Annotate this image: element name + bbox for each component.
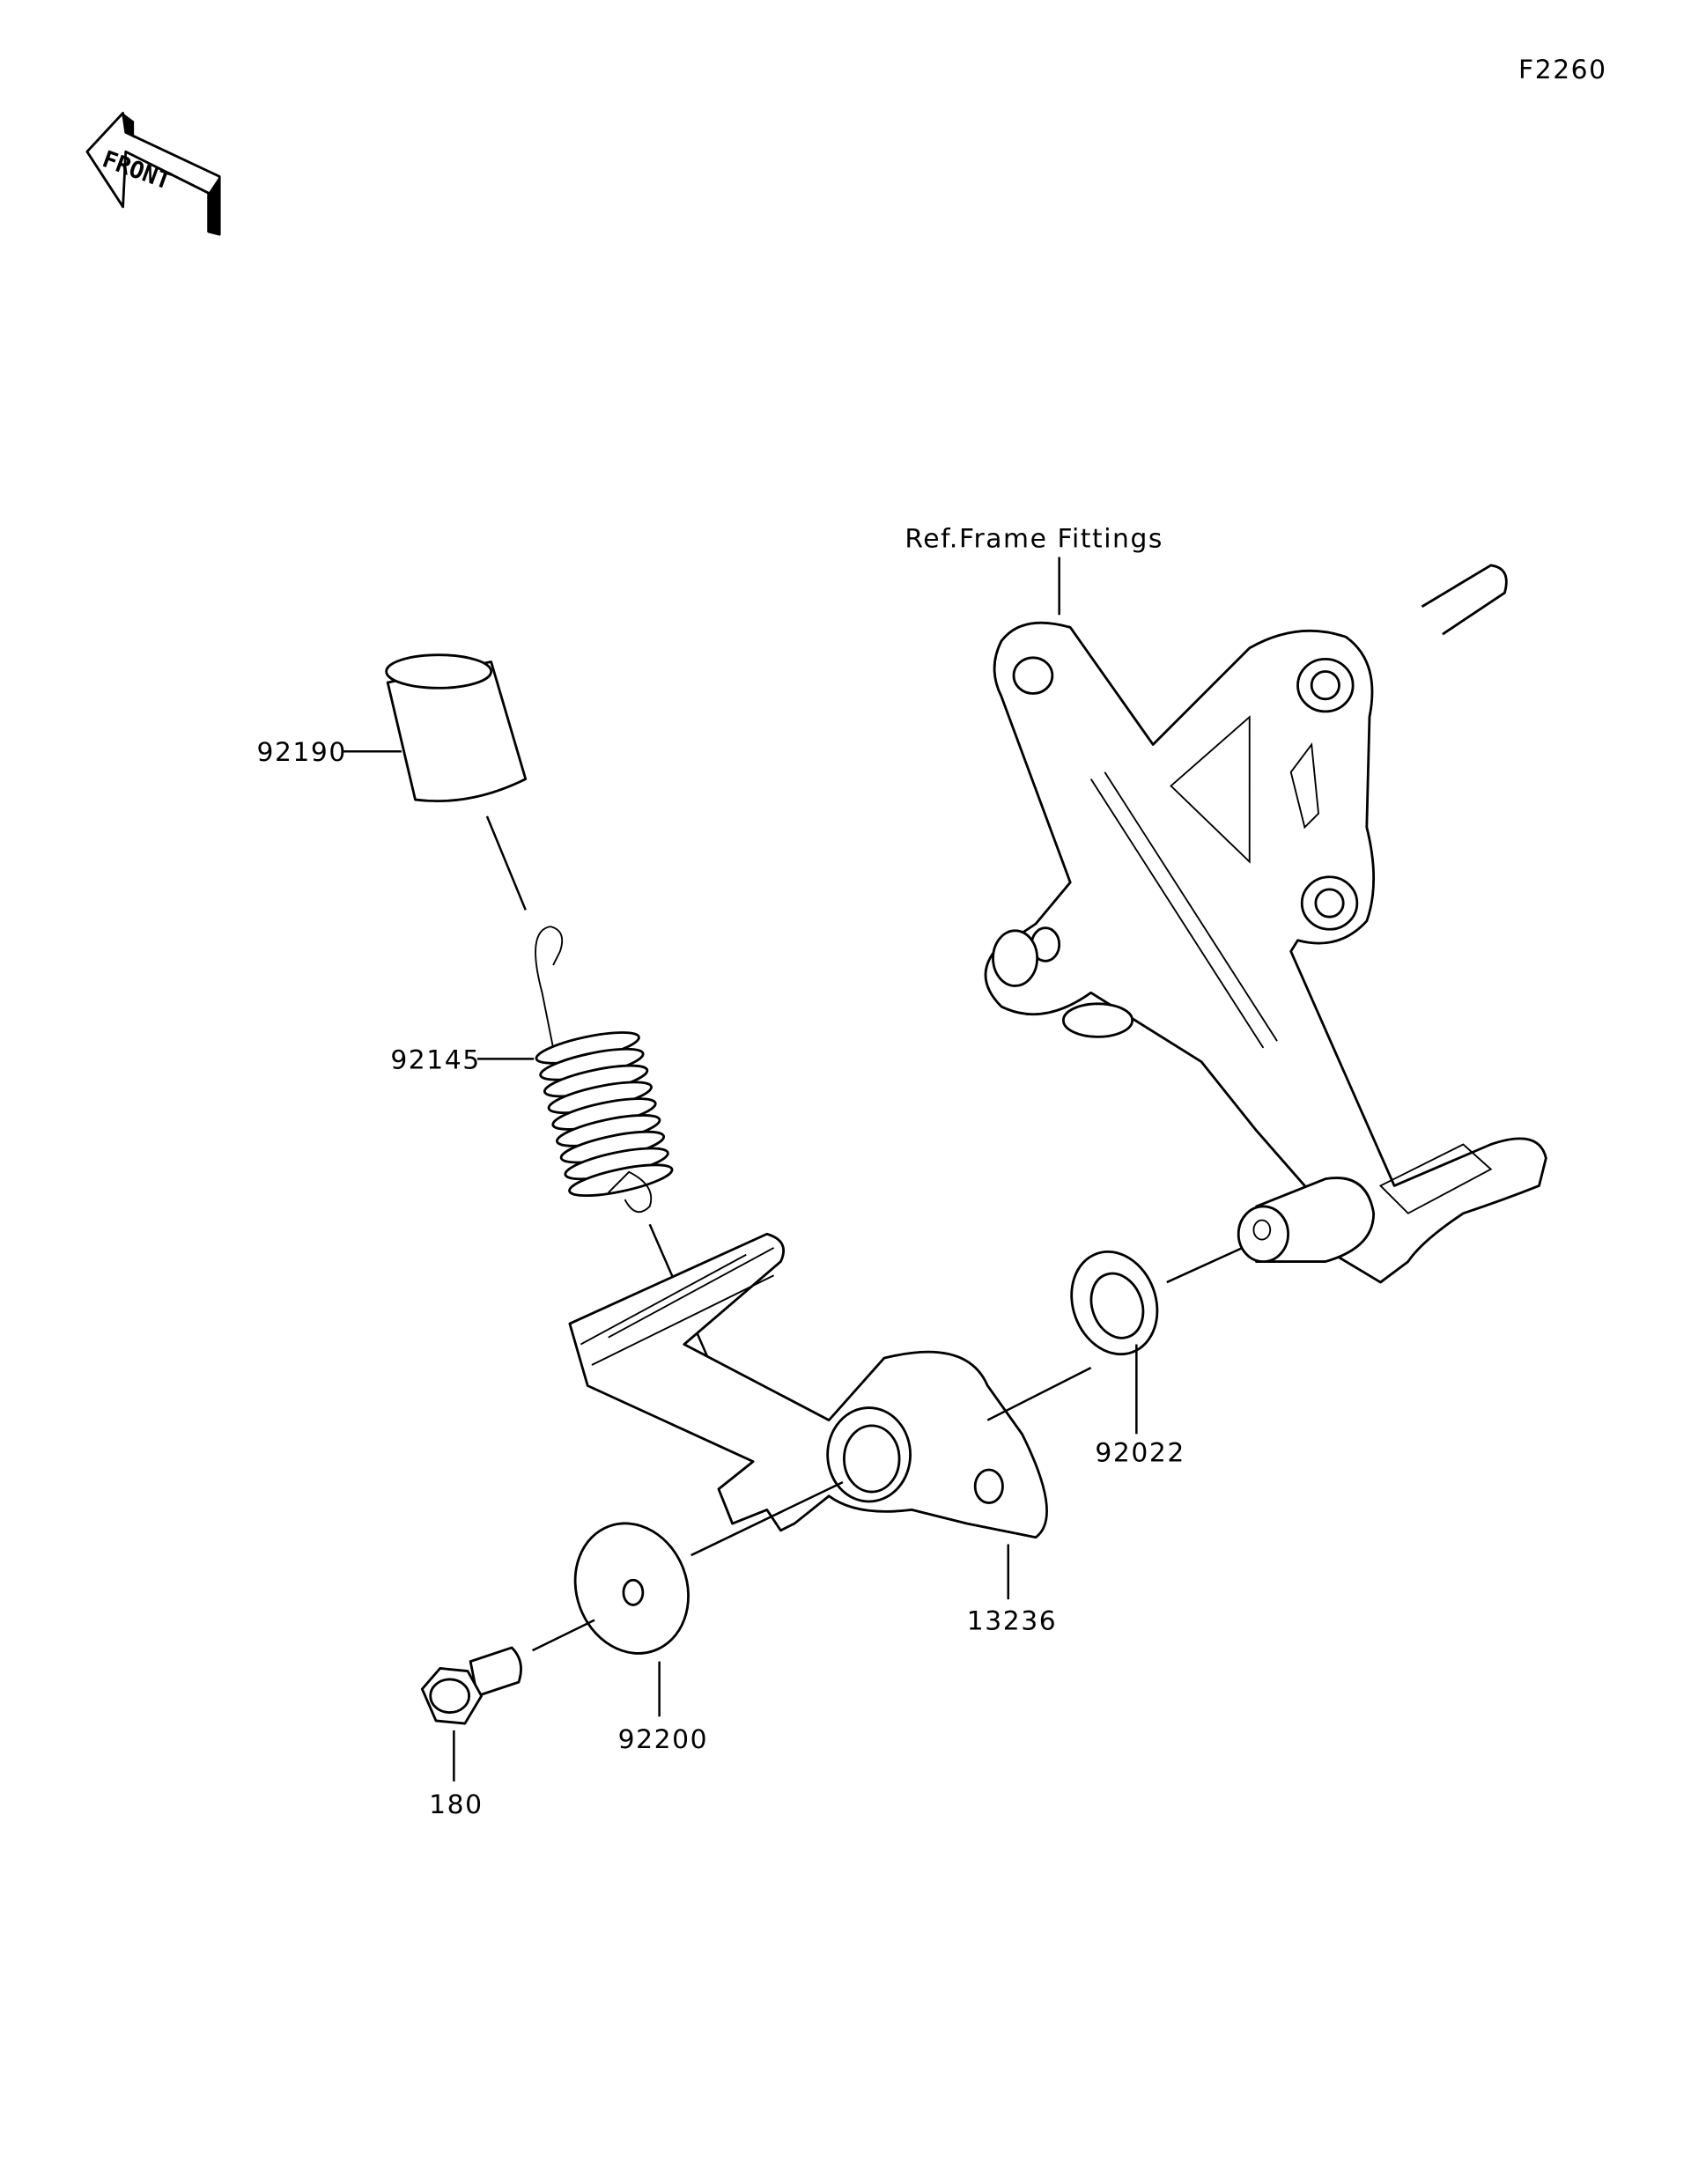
assembly-line <box>1166 1246 1244 1284</box>
assembly-line <box>485 815 527 911</box>
frame-fittings-bracket <box>984 564 1547 1284</box>
washer <box>1070 1250 1159 1356</box>
figure-code: F2260 <box>1518 55 1607 85</box>
bolt <box>420 1646 522 1725</box>
assembly-line <box>532 1619 595 1652</box>
front-arrow-icon: FRONT <box>85 111 221 236</box>
return-spring <box>535 926 674 1214</box>
part-label-13236: 13236 <box>967 1606 1057 1637</box>
reference-label: Ref.Frame Fittings <box>905 524 1163 555</box>
part-label-92190: 92190 <box>256 737 346 768</box>
plain-washer <box>573 1522 690 1655</box>
assembly-line <box>986 1367 1092 1421</box>
part-label-92145: 92145 <box>390 1044 480 1075</box>
part-label-180: 180 <box>429 1789 483 1820</box>
pedal-cover <box>385 653 528 803</box>
part-label-92200: 92200 <box>618 1724 708 1755</box>
brake-pedal <box>568 1232 1048 1539</box>
assembly-line <box>690 1480 844 1557</box>
part-label-92022: 92022 <box>1095 1438 1185 1469</box>
